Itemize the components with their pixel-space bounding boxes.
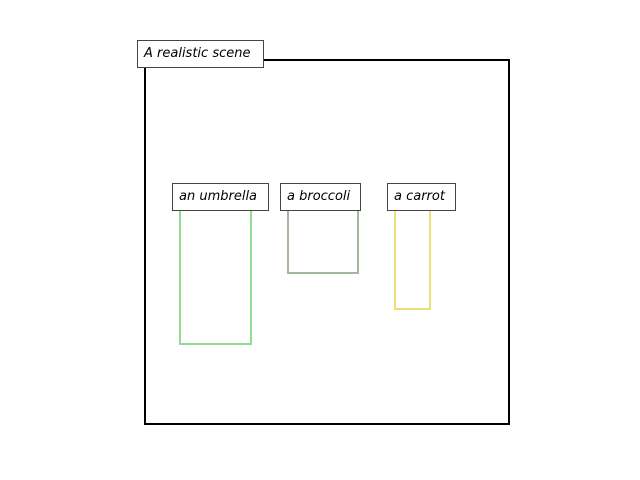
scene-frame <box>144 59 510 425</box>
broccoli-label: a broccoli <box>280 183 361 211</box>
carrot-label: a carrot <box>387 183 456 211</box>
umbrella-label: an umbrella <box>172 183 269 211</box>
scene-title: A realistic scene <box>137 40 264 68</box>
carrot-box <box>394 197 431 310</box>
umbrella-box <box>179 197 252 345</box>
